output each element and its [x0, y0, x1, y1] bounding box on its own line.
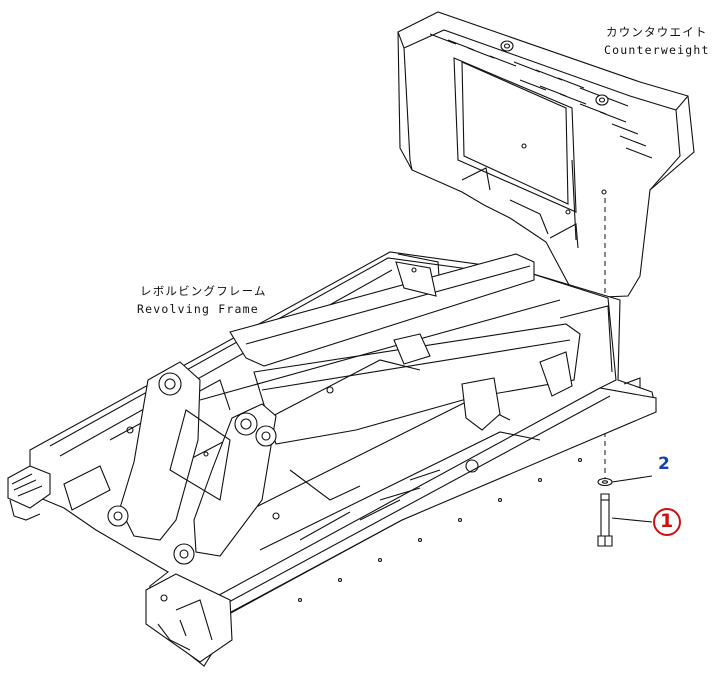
callout-number-1: 1 — [660, 510, 674, 532]
callout-1-circle — [653, 508, 681, 536]
counterweight-drawing — [397, 11, 695, 299]
leader-line-2 — [611, 475, 653, 483]
frame-label-en: Revolving Frame — [137, 302, 259, 316]
revolving-frame-drawing — [7, 251, 657, 667]
leader-line-1 — [611, 517, 653, 523]
bolt-part — [597, 493, 613, 547]
washer-part — [597, 477, 613, 487]
counterweight-label-en: Counterweight — [604, 43, 710, 57]
counterweight-label-jp: カウンタウエイト — [606, 25, 708, 39]
frame-label-jp: レボルビングフレーム — [140, 284, 267, 298]
callout-number-2: 2 — [658, 454, 670, 474]
